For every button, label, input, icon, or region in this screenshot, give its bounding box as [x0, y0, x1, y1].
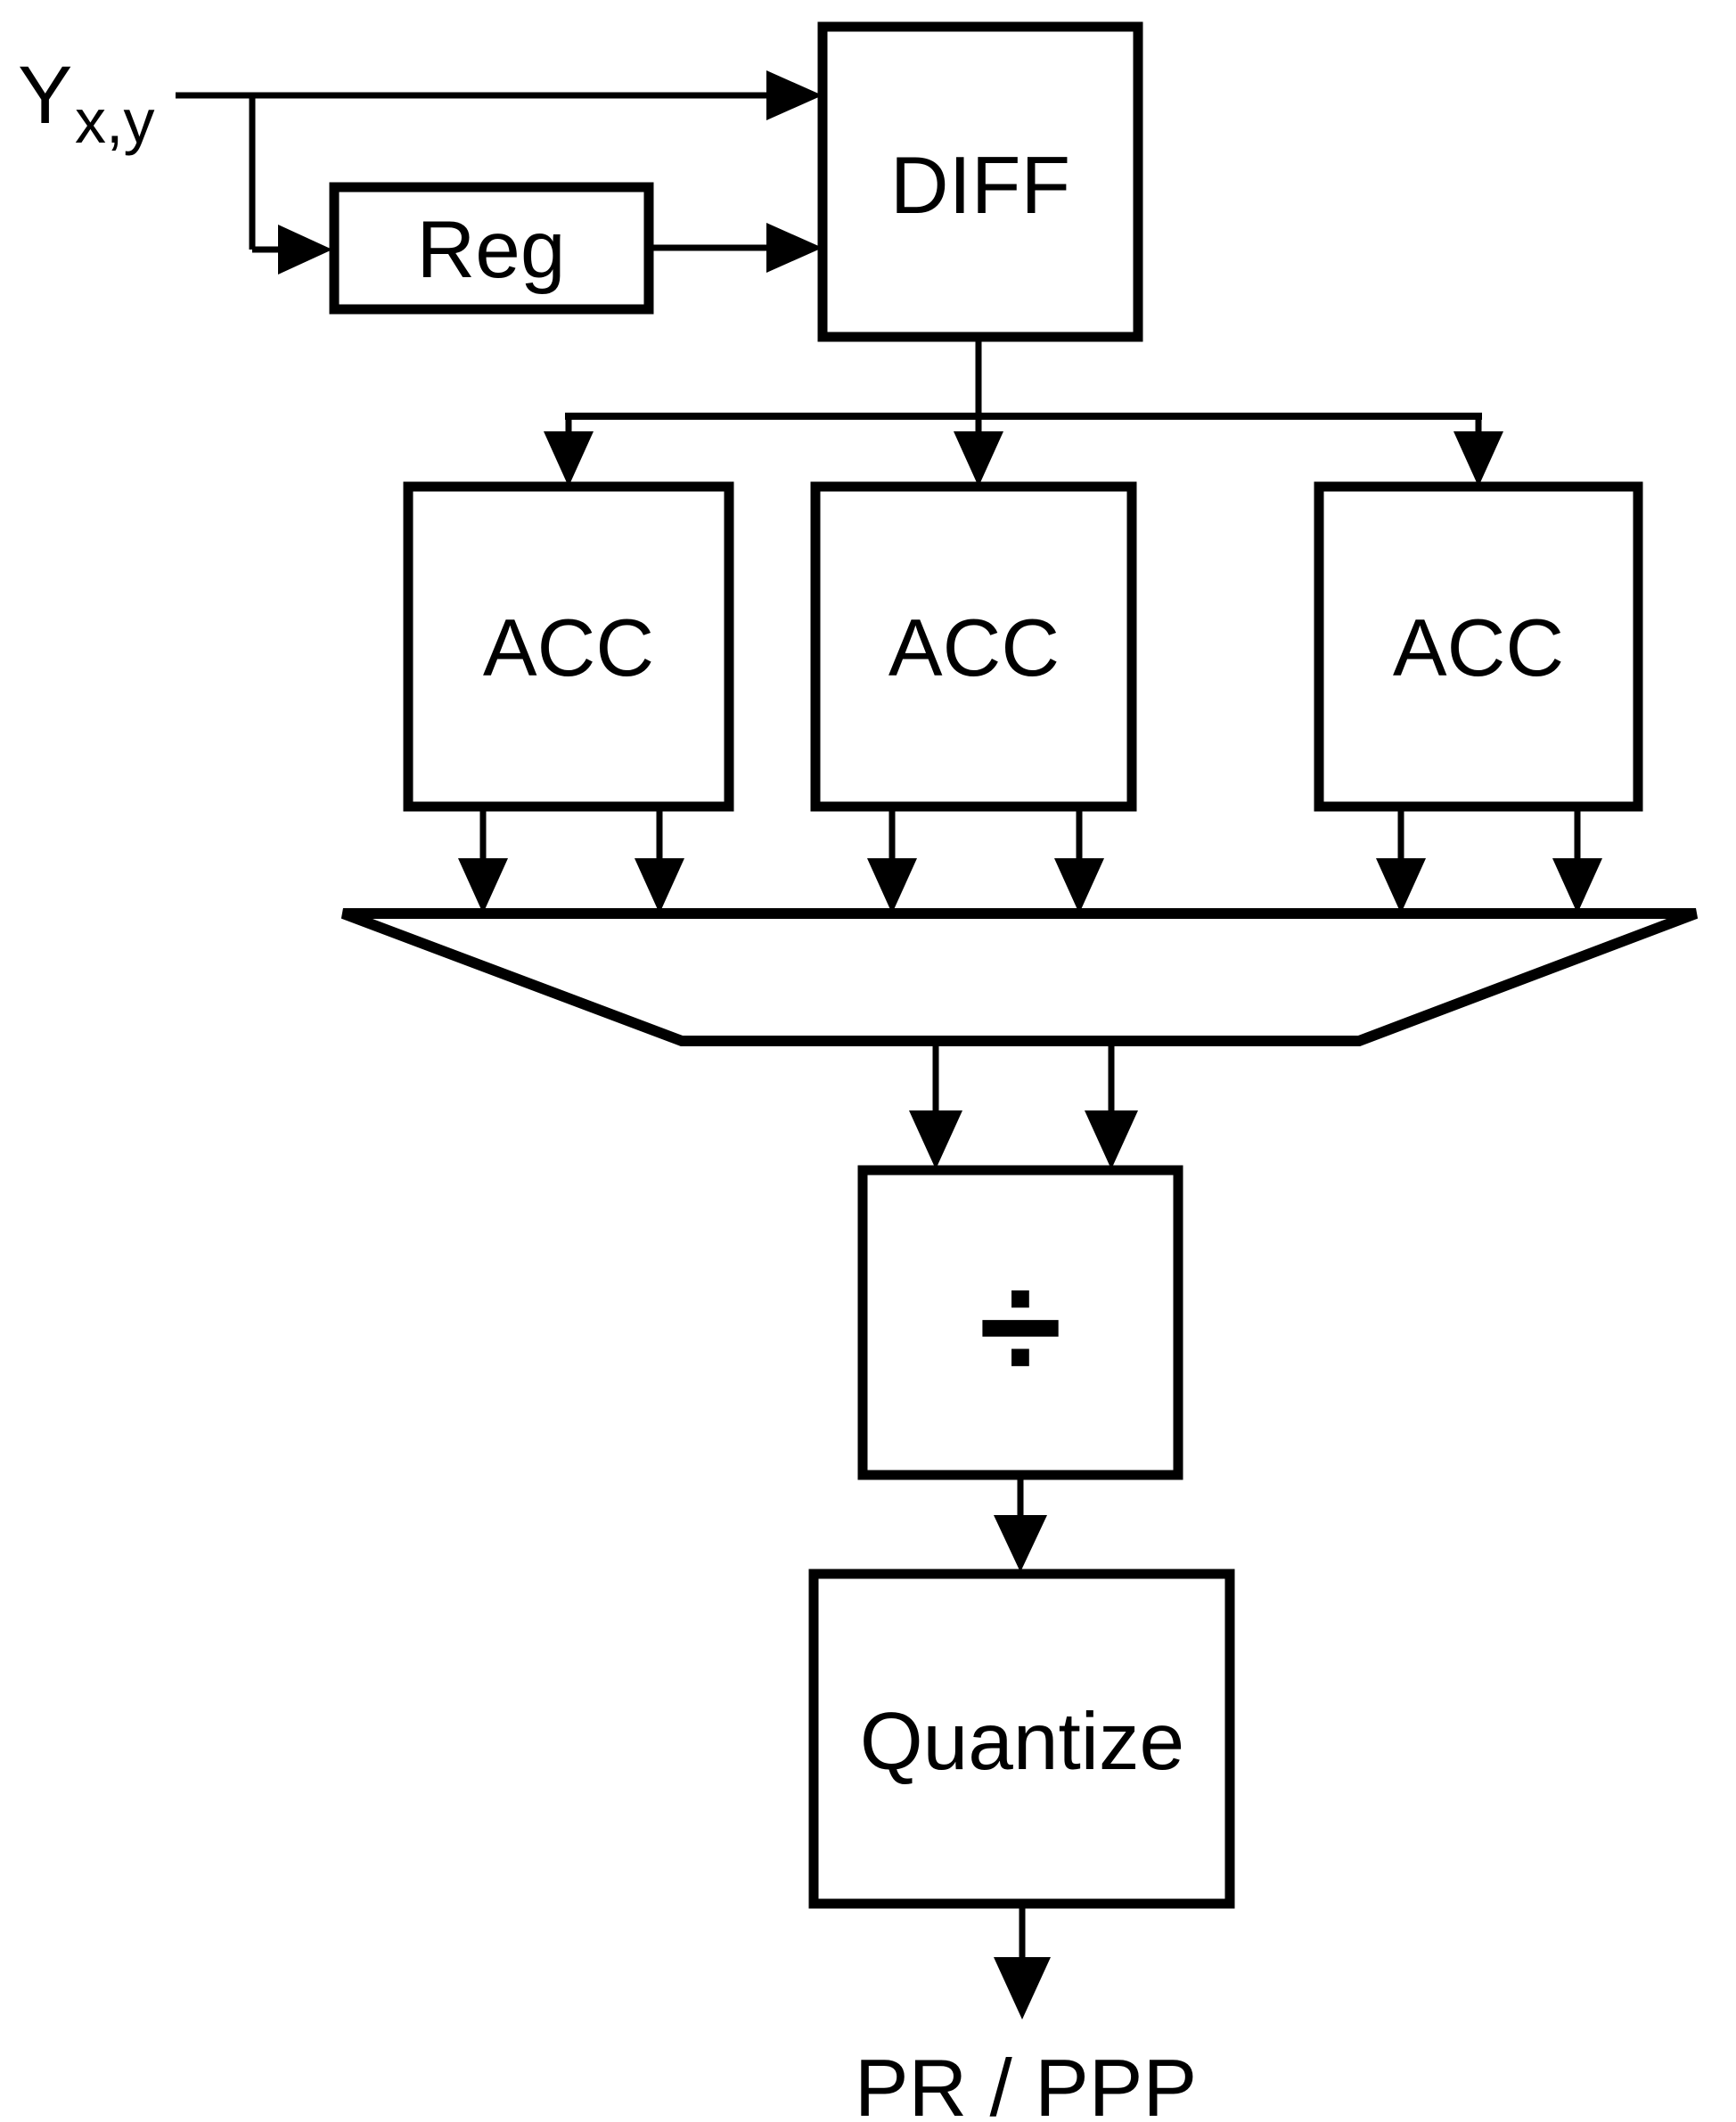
- arrowhead-mux-6-icon: [1552, 858, 1602, 914]
- arrowhead-mux-1-icon: [458, 858, 508, 914]
- acc-middle-box: [810, 481, 1137, 812]
- arrowhead-acc-right-icon: [1453, 431, 1503, 487]
- diff-label: DIFF: [890, 141, 1070, 231]
- arrowhead-mux-3-icon: [867, 858, 917, 914]
- arrowhead-output-icon: [994, 1957, 1051, 2020]
- divide-symbol: ÷: [979, 1242, 1061, 1412]
- arrowhead-reg-diff-icon: [766, 223, 823, 273]
- output-label: PR / PPP: [855, 2044, 1197, 2122]
- arrowhead-acc-left-icon: [544, 431, 594, 487]
- arrowhead-mux-2-icon: [635, 858, 684, 914]
- acc-middle-label: ACC: [888, 603, 1060, 693]
- acc-left-label: ACC: [483, 603, 654, 693]
- arrowhead-input-diff-icon: [766, 70, 823, 120]
- input-label: Y: [18, 50, 72, 141]
- reg-label: Reg: [417, 205, 566, 295]
- mux-trapezoid: [340, 908, 1699, 1046]
- quantize-box: [808, 1569, 1235, 1909]
- arrowhead-mux-4-icon: [1054, 858, 1104, 914]
- arrowhead-mux-5-icon: [1376, 858, 1426, 914]
- acc-right-label: ACC: [1393, 603, 1564, 693]
- arrowhead-div-1-icon: [909, 1110, 962, 1169]
- acc-right-box: [1314, 481, 1643, 812]
- diff-box: [817, 21, 1143, 342]
- arrowhead-input-reg-icon: [278, 225, 332, 274]
- arrowhead-div-2-icon: [1085, 1110, 1138, 1169]
- arrowhead-acc-middle-icon: [954, 431, 1003, 487]
- acc-left-box: [403, 481, 734, 812]
- divide-box: [857, 1165, 1183, 1480]
- reg-box: [329, 182, 654, 315]
- arrowhead-quantize-icon: [994, 1515, 1047, 1572]
- input-label-subscript: x,y: [75, 86, 154, 156]
- quantize-label: Quantize: [860, 1697, 1184, 1787]
